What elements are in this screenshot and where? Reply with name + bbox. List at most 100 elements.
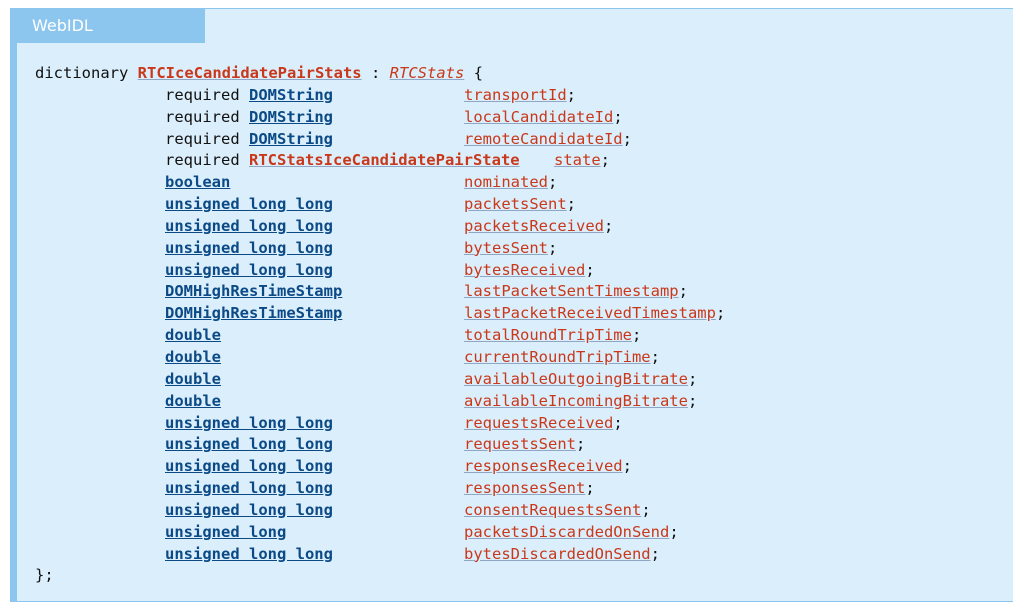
member-type-link[interactable]: unsigned long [165,522,287,541]
member-name-link[interactable]: bytesSent [464,238,548,257]
member-name-link[interactable]: bytesReceived [464,260,586,279]
member-name-link[interactable]: currentRoundTripTime [464,347,651,366]
member-type-link[interactable]: DOMString [249,129,333,148]
member-semicolon: ; [641,500,651,519]
member-type-cell: unsigned long long [165,238,333,260]
member-semicolon: ; [613,107,623,126]
member-name-link[interactable]: requestsReceived [464,413,614,432]
member-type-link[interactable]: double [165,326,221,345]
member-type-link[interactable]: unsigned long long [165,260,333,279]
member-semicolon: ; [622,457,632,476]
member-name-link[interactable]: packetsSent [464,195,567,214]
member-type-cell: required DOMString [165,107,333,129]
member-type-link[interactable]: unsigned long long [165,479,333,498]
member-name-cell: localCandidateId; [464,107,623,129]
member-row: unsigned long long requestsSent; [35,434,1015,456]
member-type-link[interactable]: unsigned long long [165,216,333,235]
member-name-cell: packetsDiscardedOnSend; [464,522,679,544]
member-semicolon: ; [669,522,679,541]
dictionary-declaration: dictionary RTCIceCandidatePairStats : RT… [35,63,1015,85]
member-name-cell: transportId; [464,85,576,107]
member-name-link[interactable]: nominated [464,173,548,192]
dictionary-name-link[interactable]: RTCIceCandidatePairStats [137,64,362,82]
member-name-cell: lastPacketReceivedTimestamp; [464,303,725,325]
member-name-link[interactable]: availableIncomingBitrate [464,391,688,410]
member-type-cell: unsigned long long [165,413,333,435]
member-name-cell: responsesReceived; [464,456,632,478]
member-type-cell: double [165,347,221,369]
required-keyword: required [165,129,240,148]
member-type-link[interactable]: DOMString [249,85,333,104]
member-name-link[interactable]: totalRoundTripTime [464,326,632,345]
member-name-cell: requestsReceived; [464,413,623,435]
parent-dictionary-link[interactable]: RTCStats [389,64,465,82]
member-name-cell: totalRoundTripTime; [464,325,641,347]
member-type-link[interactable]: DOMHighResTimeStamp [165,282,343,301]
member-name-link[interactable]: remoteCandidateId [464,129,623,148]
member-row: double totalRoundTripTime; [35,325,1015,347]
member-semicolon: ; [548,173,558,192]
member-name-link[interactable]: localCandidateId [464,107,614,126]
member-type-link[interactable]: unsigned long long [165,457,333,476]
member-name-cell: responsesSent; [464,478,595,500]
member-name-link[interactable]: state [554,151,601,170]
member-name-cell: packetsSent; [464,194,576,216]
member-name-cell: currentRoundTripTime; [464,347,660,369]
member-row: required DOMString localCandidateId; [35,107,1015,129]
member-type-link[interactable]: unsigned long long [165,413,333,432]
member-type-link[interactable]: double [165,391,221,410]
member-type-link[interactable]: unsigned long long [165,544,333,563]
member-semicolon: ; [585,479,595,498]
member-type-link[interactable]: unsigned long long [165,195,333,214]
member-semicolon: ; [575,435,586,454]
required-keyword: required [165,107,240,126]
webidl-header: WebIDL [17,9,205,43]
member-semicolon: ; [622,129,632,148]
member-name-cell: availableIncomingBitrate; [464,391,697,413]
member-name-link[interactable]: packetsReceived [464,216,604,235]
member-row: boolean nominated; [35,172,1015,194]
member-semicolon: ; [566,195,576,214]
member-name-link[interactable]: responsesSent [464,479,586,498]
member-type-link[interactable]: double [165,347,221,366]
member-name-link[interactable]: responsesReceived [464,457,623,476]
member-semicolon: ; [687,391,698,410]
member-name-cell: state; [554,150,610,172]
member-type-cell: unsigned long long [165,194,333,216]
member-name-cell: bytesDiscardedOnSend; [464,544,660,566]
member-name-link[interactable]: lastPacketSentTimestamp [464,282,679,301]
member-name-link[interactable]: lastPacketReceivedTimestamp [464,304,716,323]
member-semicolon: ; [603,216,614,235]
member-name-link[interactable]: bytesDiscardedOnSend [464,544,651,563]
member-type-cell: double [165,391,221,413]
member-type-link[interactable]: unsigned long long [165,500,333,519]
member-type-cell: boolean [165,172,230,194]
member-row: unsigned long long responsesReceived; [35,456,1015,478]
member-name-cell: availableOutgoingBitrate; [464,369,697,391]
member-type-link[interactable]: unsigned long long [165,238,333,257]
member-type-link[interactable]: double [165,369,221,388]
member-row: unsigned long long responsesSent; [35,478,1015,500]
member-row: unsigned long long bytesDiscardedOnSend; [35,544,1015,566]
member-type-link[interactable]: DOMHighResTimeStamp [165,304,343,323]
member-name-link[interactable]: availableOutgoingBitrate [464,369,688,388]
member-row: required DOMString remoteCandidateId; [35,129,1015,151]
member-name-link[interactable]: transportId [464,85,567,104]
inheritance-colon: : [370,64,381,82]
member-name-link[interactable]: packetsDiscardedOnSend [464,522,670,541]
member-type-link[interactable]: unsigned long long [165,435,333,454]
member-name-cell: packetsReceived; [464,216,613,238]
member-name-link[interactable]: requestsSent [464,435,576,454]
member-row: DOMHighResTimeStamp lastPacketReceivedTim… [35,303,1015,325]
member-name-link[interactable]: consentRequestsSent [464,500,642,519]
member-type-link[interactable]: RTCStatsIceCandidatePairState [249,151,520,170]
member-name-cell: nominated; [464,172,557,194]
member-type-link[interactable]: boolean [165,173,231,192]
member-type-cell: unsigned long long [165,500,333,522]
member-row: unsigned long long packetsReceived; [35,216,1015,238]
member-type-cell: required DOMString [165,129,333,151]
member-type-link[interactable]: DOMString [249,107,333,126]
member-type-cell: required DOMString [165,85,333,107]
